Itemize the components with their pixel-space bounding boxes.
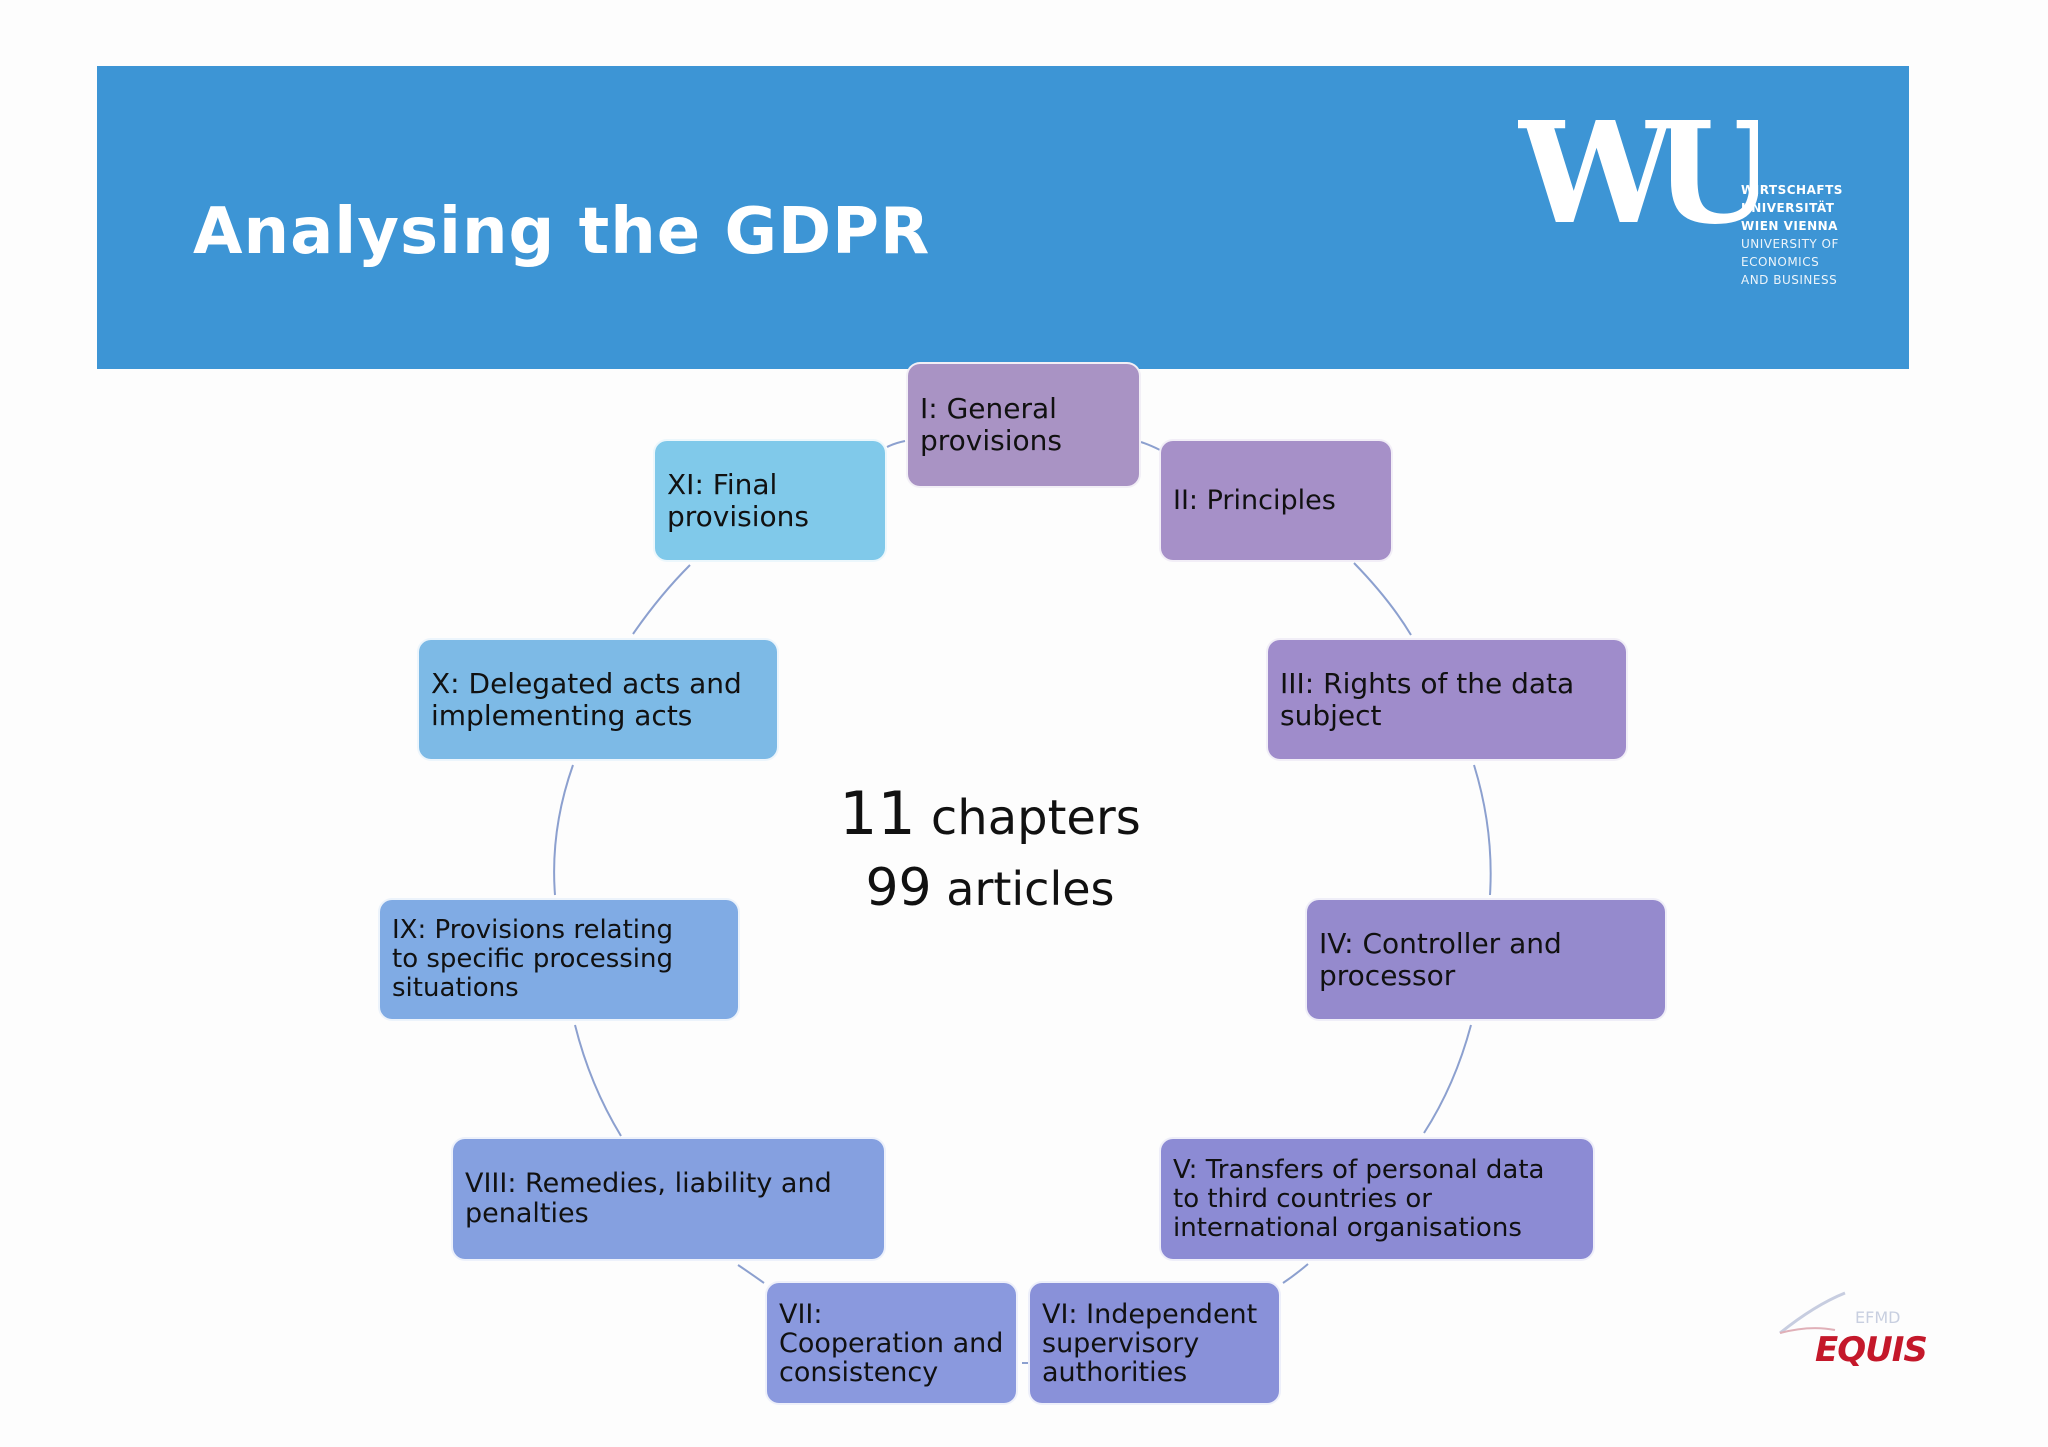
connector-10-11 <box>632 564 691 635</box>
chapter-node-xi: XI: Final provisions <box>653 439 887 562</box>
summary-counts: 11 chapters 99 articles <box>800 780 1180 925</box>
chapters-count: 11 chapters <box>839 779 1141 849</box>
wu-logo: WU <box>1518 110 1758 235</box>
chapter-node-ii: II: Principles <box>1159 439 1393 562</box>
connector-2-3 <box>1353 562 1412 636</box>
chapter-node-v: V: Transfers of personal data to third c… <box>1159 1137 1595 1261</box>
chapter-node-vi: VI: Independent supervisory authorities <box>1028 1281 1281 1405</box>
chapter-node-x: X: Delegated acts and implementing acts <box>417 638 779 761</box>
connector-4-5 <box>1423 1024 1472 1134</box>
chapter-node-ix: IX: Provisions relating to specific proc… <box>378 898 740 1021</box>
efmd-label: EFMD <box>1855 1308 1901 1327</box>
header-banner <box>97 66 1909 369</box>
chapter-node-iv: IV: Controller and processor <box>1305 898 1667 1021</box>
slide-title: Analysing the GDPR <box>193 195 931 269</box>
wu-logo-text: WIRTSCHAFTS UNIVERSITÄT WIEN VIENNA UNIV… <box>1741 183 1843 287</box>
svg-text:WU: WU <box>1518 110 1758 235</box>
chapter-node-viii: VIII: Remedies, liability and penalties <box>451 1137 886 1261</box>
equis-label: EQUIS <box>1815 1330 1928 1370</box>
chapter-node-vii: VII: Cooperation and consistency <box>765 1281 1018 1405</box>
connector-5-6 <box>1282 1263 1309 1284</box>
chapter-node-iii: III: Rights of the data subject <box>1266 638 1628 761</box>
chapter-node-i: I: General provisions <box>906 362 1141 488</box>
articles-count: 99 articles <box>865 858 1115 918</box>
connector-7-8 <box>737 1264 765 1284</box>
connector-9-10 <box>553 764 574 896</box>
connector-8-9 <box>574 1024 622 1137</box>
connector-11-1 <box>886 440 906 448</box>
connector-1-2 <box>1140 441 1161 451</box>
equis-swoosh-icon <box>1779 1291 1846 1335</box>
connector-3-4 <box>1473 764 1492 896</box>
